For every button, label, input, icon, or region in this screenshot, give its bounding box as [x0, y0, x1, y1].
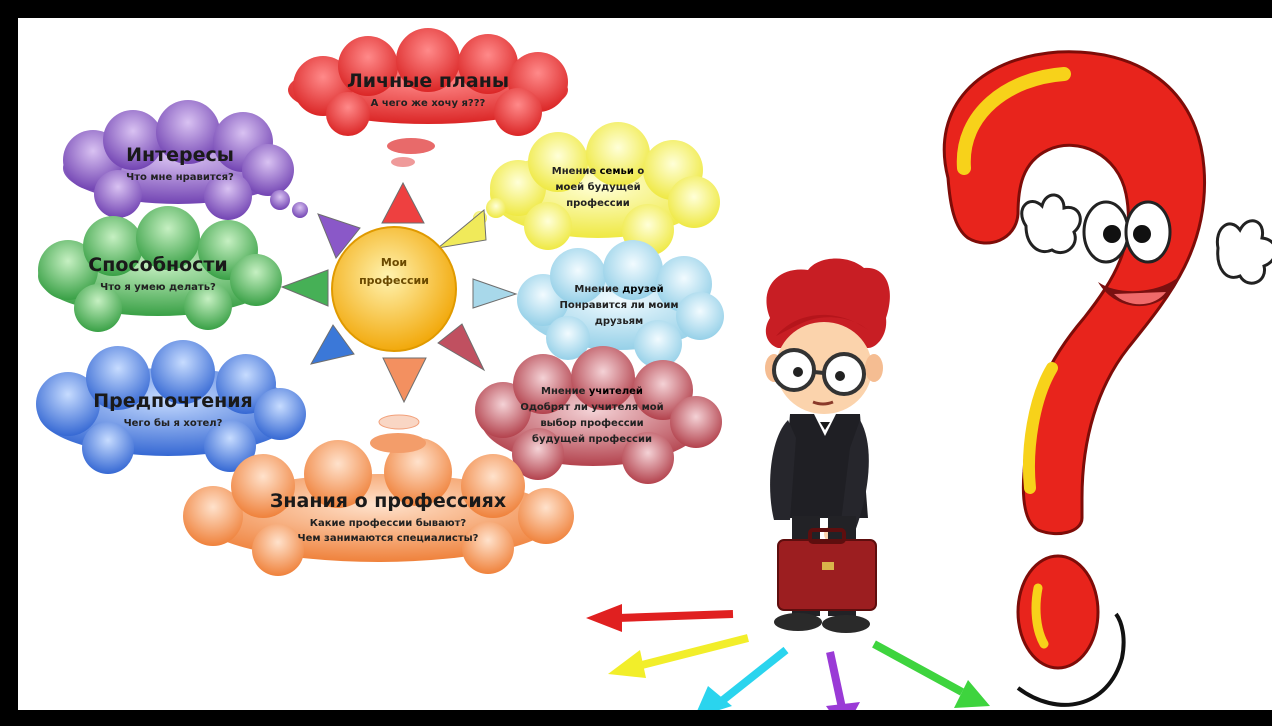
cloud-interests-title: Интересы	[126, 144, 234, 166]
cloud-friends	[517, 240, 724, 368]
cloud-plans-sub: А чего же хочу я???	[370, 98, 486, 109]
cloud-plans-title: Личные планы	[346, 70, 510, 92]
cloud-family-line1: Мнение семьи о	[551, 166, 645, 177]
cloud-interests-text: Интересы Что мне нравится?	[90, 144, 270, 183]
center-label-line2: профессии	[359, 274, 429, 287]
cloud-preferences	[36, 340, 306, 474]
cloud-knowledge	[183, 438, 574, 576]
cloud-knowledge-text: Знания о профессиях Какие профессии быва…	[248, 490, 528, 544]
cloud-knowledge-sub2: Чем занимаются специалисты?	[297, 533, 479, 544]
cloud-teachers	[475, 346, 722, 484]
cloud-teachers-line4: будущей профессии	[532, 434, 652, 445]
cloud-friends-text: Мнение друзей Понравится ли моим друзьям	[544, 282, 694, 330]
cloud-interests	[63, 100, 308, 220]
cloud-abilities-text: Способности Что я умею делать?	[68, 254, 248, 293]
cloud-family	[473, 122, 720, 256]
cloud-preferences-sub: Чего бы я хотел?	[123, 418, 223, 429]
cloud-family-line2: моей будущей	[555, 182, 641, 193]
cloud-teachers-line3: выбор профессии	[540, 418, 644, 429]
cloud-knowledge-title: Знания о профессиях	[269, 490, 507, 512]
cloud-plans	[288, 28, 568, 136]
cloud-family-line3: профессии	[566, 198, 630, 209]
cloud-family-text: Мнение семьи о моей будущей профессии	[520, 164, 676, 212]
cloud-friends-line1: Мнение друзей	[574, 284, 664, 295]
cloud-teachers-text: Мнение учителей Одобрят ли учителя мой в…	[506, 384, 678, 448]
question-mark-illustration	[942, 50, 1272, 707]
cloud-knowledge-sub1: Какие профессии бывают?	[309, 518, 467, 529]
scene-illustration	[36, 28, 1272, 710]
center-label-line1: Мои	[380, 256, 408, 269]
cloud-abilities-title: Способности	[88, 254, 228, 276]
cloud-friends-line3: друзьям	[594, 316, 644, 327]
cloud-preferences-title: Предпочтения	[93, 390, 253, 412]
cloud-teachers-line1: Мнение учителей	[541, 386, 643, 397]
thought-bubbles	[370, 138, 435, 453]
cloud-teachers-line2: Одобрят ли учителя мой	[520, 402, 664, 413]
boy-illustration	[765, 258, 890, 633]
cloud-preferences-text: Предпочтения Чего бы я хотел?	[73, 390, 273, 429]
cloud-interests-sub: Что мне нравится?	[126, 172, 234, 183]
cloud-abilities	[38, 206, 282, 332]
cloud-plans-text: Личные планы А чего же хочу я???	[318, 70, 538, 109]
center-label: Мои профессии	[336, 254, 452, 290]
pointer-triangles	[280, 181, 518, 404]
cloud-friends-line2: Понравится ли моим	[559, 300, 679, 311]
center-circle	[331, 226, 457, 352]
direction-arrows	[586, 604, 990, 710]
cloud-abilities-sub: Что я умею делать?	[100, 282, 216, 293]
